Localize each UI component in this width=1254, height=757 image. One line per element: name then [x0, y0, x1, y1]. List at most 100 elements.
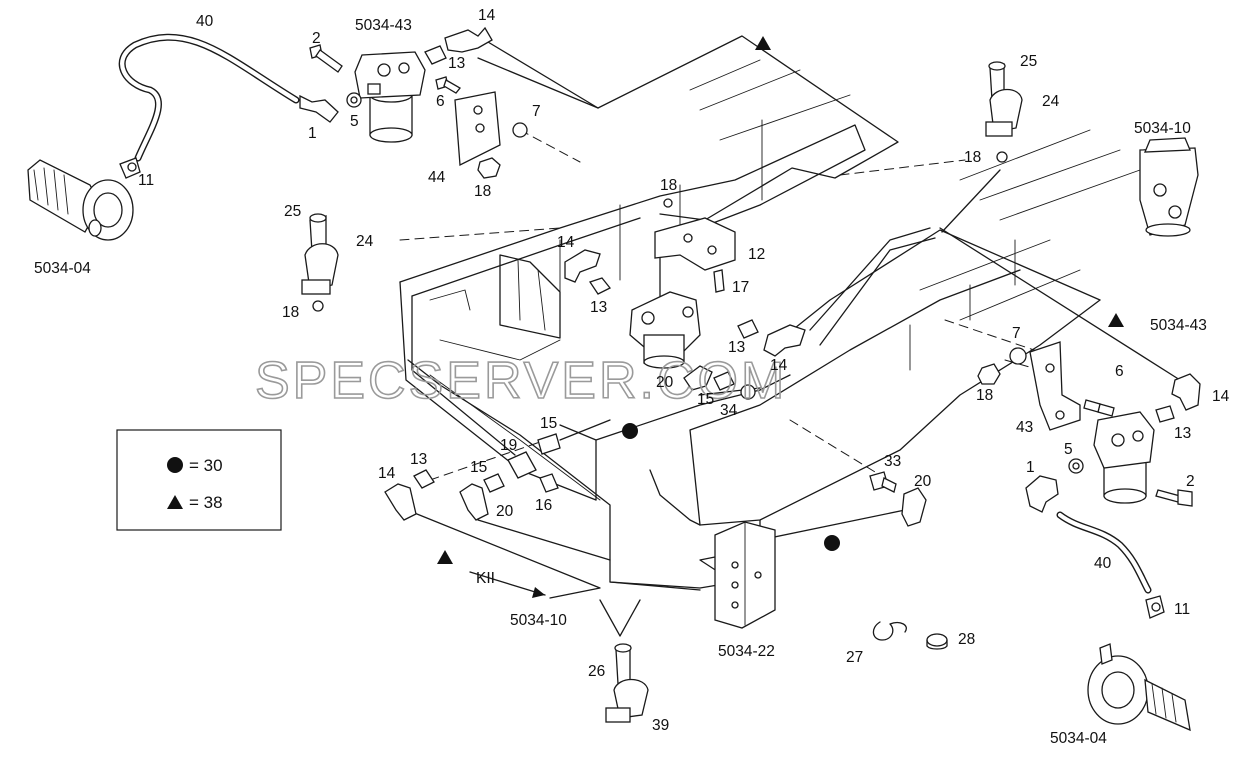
fitting-13-lower: [413, 469, 435, 489]
label-11-left: 11: [138, 172, 154, 189]
label-5034-43-left: 5034-43: [355, 17, 412, 34]
fitting-33: [869, 471, 897, 493]
label-17: 17: [732, 279, 749, 296]
label-5-left: 5: [350, 113, 359, 130]
legend-triangle-text: = 38: [189, 493, 223, 512]
fitting-13-mid: [737, 319, 759, 339]
label-20-lower-right: 20: [914, 473, 932, 490]
label-18-left-bottom: 18: [282, 304, 299, 321]
label-2-right: 2: [1186, 473, 1195, 490]
label-13-mid: 13: [728, 339, 745, 356]
label-kii: KII: [476, 570, 495, 587]
bracket-12: [654, 217, 736, 271]
legend-triangle-icon: [167, 495, 183, 509]
label-24-right: 24: [1042, 93, 1060, 110]
label-6-left: 6: [436, 93, 445, 110]
label-11-right: 11: [1174, 601, 1190, 618]
label-25-left: 25: [284, 203, 301, 220]
label-13-right: 13: [1174, 425, 1191, 442]
nut-5-right: [1068, 458, 1084, 474]
fitting-15-mid: [713, 371, 735, 391]
clamp-39: [605, 643, 649, 723]
watermark: SPECSERVER.COM: [255, 352, 787, 410]
nut-34: [740, 384, 756, 400]
hose-40-right: [1056, 511, 1152, 594]
nut-18-right-lower: [977, 363, 1001, 385]
fitting-16: [539, 473, 559, 493]
label-15-upper: 15: [540, 415, 557, 432]
circle-markers: [622, 423, 840, 551]
valve-5034-10-right: [1139, 137, 1199, 237]
elbow-14-lower-left: [384, 483, 417, 521]
legend-circle-icon: [167, 457, 183, 473]
label-1-left: 1: [308, 125, 317, 142]
fitting-20-mid: [683, 365, 713, 391]
label-5034-10-lower: 5034-10: [510, 612, 567, 629]
label-15-lower: 15: [470, 459, 487, 476]
valve-20-center: [629, 291, 701, 369]
label-7-left: 7: [532, 103, 541, 120]
plate-5034-22: [714, 521, 776, 629]
label-16: 16: [535, 497, 552, 514]
label-18-right-top: 18: [964, 149, 981, 166]
fitting-18-center: [663, 198, 673, 208]
grommet-28: [926, 633, 948, 650]
label-25-right: 25: [1020, 53, 1037, 70]
fitting-17: [713, 269, 725, 293]
label-5034-22: 5034-22: [718, 643, 775, 660]
label-28: 28: [958, 631, 975, 648]
label-44: 44: [428, 169, 446, 186]
legend-box: = 30 = 38: [116, 429, 282, 531]
label-12: 12: [748, 246, 765, 263]
bracket-43: [1029, 341, 1081, 431]
label-39: 39: [652, 717, 669, 734]
elbow-1-left: [299, 94, 339, 123]
elbow-14-right: [1171, 373, 1201, 411]
label-6-right: 6: [1115, 363, 1124, 380]
clamp-24-left: [301, 213, 339, 312]
label-40-left: 40: [196, 13, 214, 30]
label-13-top: 13: [448, 55, 465, 72]
label-14-lower: 14: [378, 465, 396, 482]
label-15-mid: 15: [697, 391, 714, 408]
fitting-13-center: [588, 277, 612, 295]
valve-5034-43-left: [354, 51, 426, 143]
label-27: 27: [846, 649, 863, 666]
clip-27: [872, 621, 907, 641]
label-5034-10-right: 5034-10: [1134, 120, 1191, 137]
hose-40-left: [118, 33, 300, 162]
kii-arrow: [469, 571, 546, 598]
label-14-center: 14: [557, 234, 575, 251]
nut-7-left: [512, 122, 528, 138]
label-18-center: 18: [660, 177, 677, 194]
label-14-top: 14: [478, 7, 496, 24]
label-24-left: 24: [356, 233, 374, 250]
fitting-13-top: [424, 45, 447, 65]
chassis-frame: [399, 35, 1181, 637]
label-20-lower: 20: [496, 503, 514, 520]
nut-5-left: [346, 92, 362, 108]
label-14-mid: 14: [770, 357, 788, 374]
fitting-11-left: [119, 157, 141, 179]
screw-6-right: [1083, 399, 1115, 417]
fitting-15-lower: [483, 473, 505, 493]
label-5-right: 5: [1064, 441, 1073, 458]
elbow-19: [507, 451, 537, 479]
label-26: 26: [588, 663, 605, 680]
coupling-5034-04-right: [1087, 643, 1191, 732]
bracket-44: [454, 91, 501, 167]
label-5034-04-left: 5034-04: [34, 260, 91, 277]
nut-18-left-top: [477, 157, 501, 179]
screw-6-left: [435, 76, 461, 94]
legend-circle-text: = 30: [189, 456, 223, 475]
label-18-right-lower: 18: [976, 387, 993, 404]
clamp-24-right: [985, 61, 1023, 163]
label-2-left: 2: [312, 30, 321, 47]
nut-7-right: [1009, 347, 1027, 365]
fitting-11-right: [1145, 595, 1165, 619]
label-43: 43: [1016, 419, 1033, 436]
label-13-center: 13: [590, 299, 607, 316]
bolt-2-left: [309, 44, 343, 73]
elbow-1-right: [1025, 475, 1059, 513]
